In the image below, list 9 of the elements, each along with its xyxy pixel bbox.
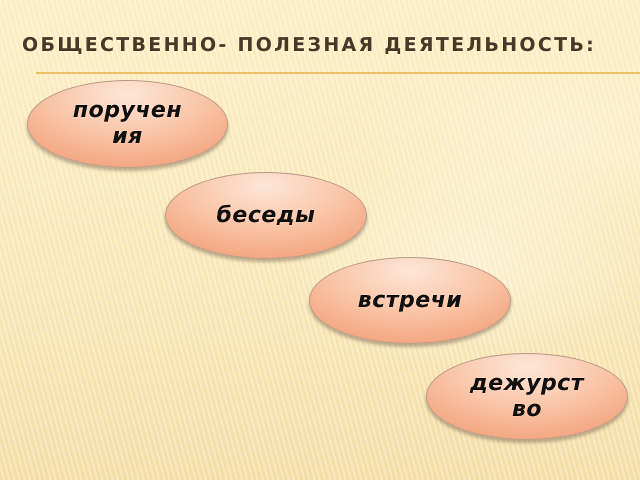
node-label: поручения xyxy=(72,98,184,150)
slide-title: ОБЩЕСТВЕННО- ПОЛЕЗНАЯ ДЕЯТЕЛЬНОСТЬ: xyxy=(22,33,596,57)
oval-node xyxy=(426,353,628,440)
node-label: встречи xyxy=(356,288,464,314)
node-label: дежурство xyxy=(468,370,586,422)
node-label: беседы xyxy=(216,202,316,228)
oval-node xyxy=(309,257,511,344)
oval-node xyxy=(27,80,228,168)
oval-node xyxy=(165,172,367,259)
